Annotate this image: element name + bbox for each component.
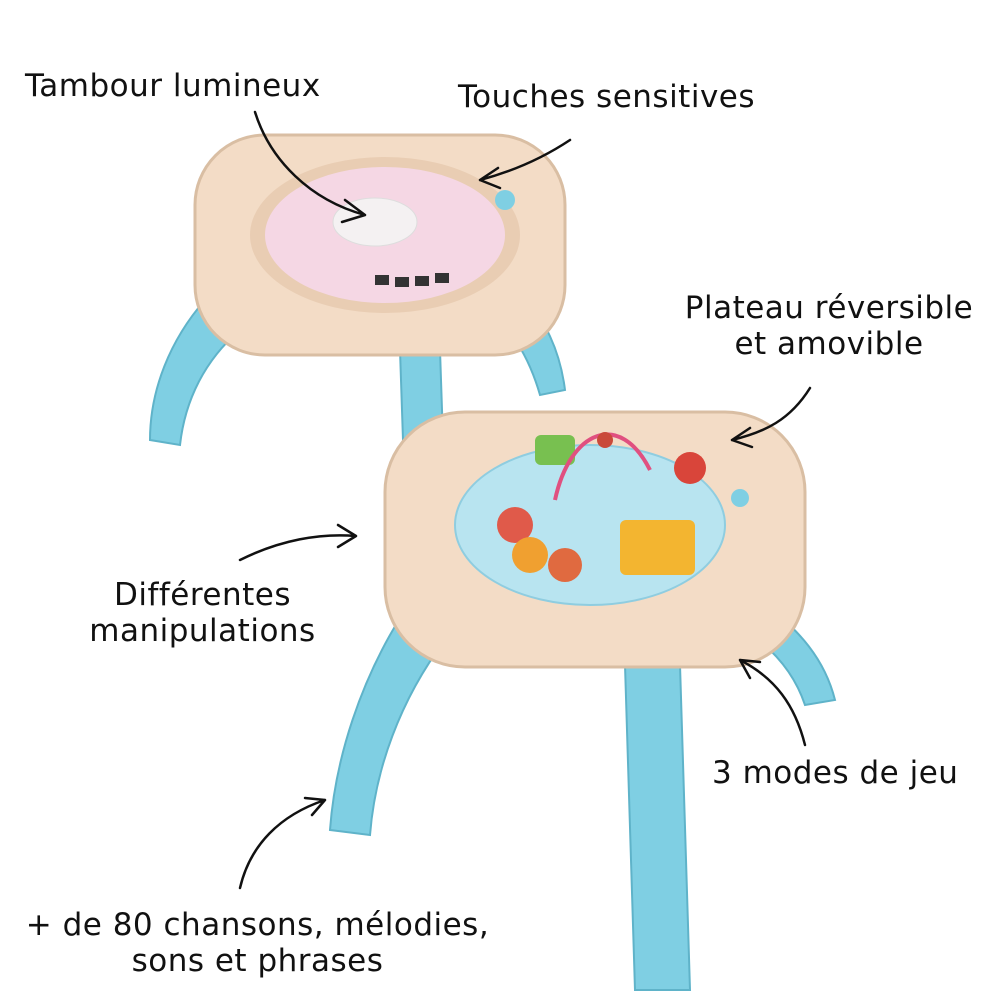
table-1-top [193, 133, 567, 357]
label-songs-line1: + de 80 chansons, mélodies, [25, 907, 490, 943]
label-modes: 3 modes de jeu [712, 755, 959, 791]
label-drum: Tambour lumineux [25, 68, 321, 104]
arrow-drum [253, 110, 367, 224]
label-songs: + de 80 chansons, mélodies, sons et phra… [5, 907, 510, 979]
arrow-touch [478, 138, 572, 190]
label-manipulations: Différentes manipulations [75, 577, 330, 649]
annotation-arrows [238, 110, 812, 890]
table-2-top [383, 410, 807, 669]
arrow-tray [730, 386, 812, 449]
label-touch-keys: Touches sensitives [458, 79, 756, 115]
label-manip-line1: Différentes [113, 577, 292, 613]
arrow-manip [238, 523, 358, 562]
label-manip-line2: manipulations [89, 613, 316, 649]
label-tray: Plateau réversible et amovible [670, 290, 988, 362]
table-2-legs [328, 598, 837, 991]
label-songs-line2: sons et phrases [131, 943, 384, 979]
arrow-modes [738, 658, 807, 747]
arrow-songs [238, 796, 327, 890]
label-tray-line2: et amovible [734, 326, 924, 362]
light-drum [332, 197, 418, 247]
label-tray-line1: Plateau réversible [684, 290, 974, 326]
